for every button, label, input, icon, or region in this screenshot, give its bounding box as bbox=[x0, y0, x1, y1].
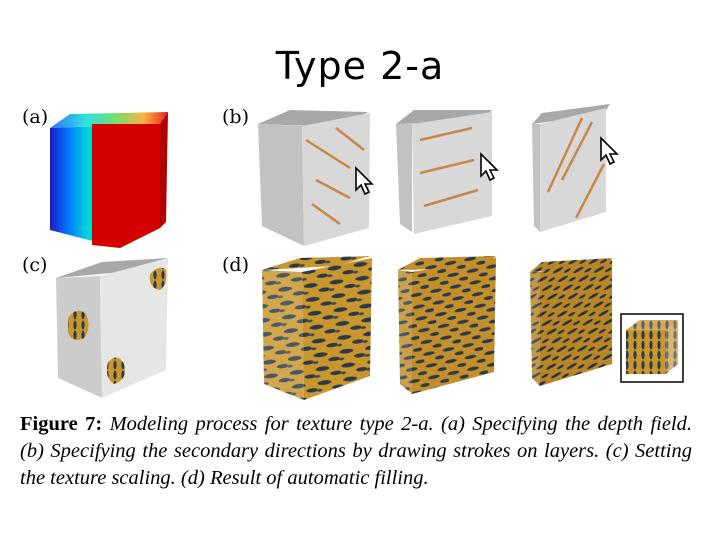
figure-caption-text: Modeling process for texture type 2-a. (… bbox=[20, 413, 693, 489]
figure-label: Figure 7: bbox=[20, 413, 103, 435]
panel-label-c: (c) bbox=[22, 254, 48, 276]
cursor-arrow-icon bbox=[480, 152, 499, 182]
panel-a-depth-box bbox=[50, 112, 168, 248]
panel-label-d: (d) bbox=[222, 254, 249, 276]
slide-title: Type 2-a bbox=[275, 44, 445, 88]
panel-d-inset-cube bbox=[620, 313, 684, 383]
panel-b-box-1 bbox=[258, 110, 370, 246]
panel-d-result-1 bbox=[262, 256, 372, 400]
figure-caption: Figure 7: Modeling process for texture t… bbox=[20, 411, 692, 492]
panel-d-result-2 bbox=[398, 256, 496, 394]
panel-label-a: (a) bbox=[22, 106, 49, 128]
cursor-arrow-icon bbox=[355, 166, 374, 196]
cursor-arrow-icon bbox=[600, 136, 619, 166]
panel-c-scaling-box bbox=[56, 258, 168, 398]
panel-d-result-3 bbox=[530, 258, 612, 386]
panel-label-b: (b) bbox=[222, 106, 249, 128]
panel-b-box-2 bbox=[396, 110, 492, 234]
panel-b-box-3 bbox=[532, 104, 610, 232]
